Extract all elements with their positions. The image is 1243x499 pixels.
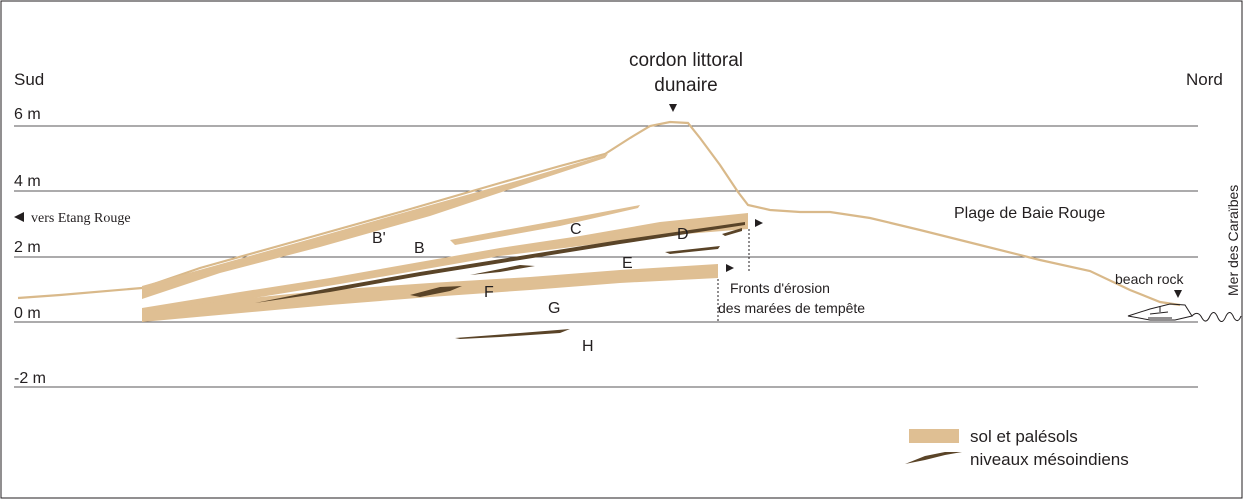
mesoindian-levels <box>255 222 745 339</box>
layer-label-g: G <box>548 300 560 317</box>
dune-label-line1: cordon littoral <box>629 50 743 71</box>
soil-layer-b-c-d <box>142 213 748 320</box>
elevation-label-6m: 6 m <box>14 106 41 123</box>
erosion-arrow-lower-icon <box>726 264 734 272</box>
legend-swatch-soil <box>909 429 959 443</box>
direction-north: Nord <box>1186 70 1223 89</box>
legend: sol et palésols niveaux mésoindiens <box>905 427 1129 469</box>
beach-rock-symbol-icon <box>1127 303 1242 322</box>
layer-label-b: B <box>414 240 425 257</box>
ground-profile-line <box>17 120 1181 307</box>
beach-rock-marker-icon <box>1174 290 1182 298</box>
layer-label-h: H <box>582 338 594 355</box>
layer-label-b-prime: B' <box>372 230 386 247</box>
direction-south: Sud <box>14 70 44 89</box>
meso-level-e <box>470 265 535 275</box>
layer-label-e: E <box>622 255 633 272</box>
beach-rock-label: beach rock <box>1115 271 1184 287</box>
layer-label-f: F <box>484 284 494 301</box>
meso-level-h <box>455 329 570 339</box>
elevation-label-0m: 0 m <box>14 305 41 322</box>
elevation-label-4m: 4 m <box>14 173 41 190</box>
etang-label: vers Etang Rouge <box>31 211 131 226</box>
legend-swatch-meso <box>905 452 962 464</box>
dune-label-line2: dunaire <box>654 75 717 96</box>
soil-layer-c-thin <box>450 205 640 245</box>
legend-label-soil: sol et palésols <box>970 427 1078 446</box>
erosion-arrow-upper-icon <box>755 219 763 227</box>
meso-level-d-small <box>722 228 742 236</box>
meso-level-f <box>410 286 462 297</box>
layer-label-d: D <box>677 226 689 243</box>
legend-label-meso: niveaux mésoindiens <box>970 450 1129 469</box>
elevation-label-2m: 2 m <box>14 239 41 256</box>
erosion-label-line2: des marées de tempête <box>718 300 865 316</box>
beach-label: Plage de Baie Rouge <box>954 205 1105 222</box>
soil-layer-b-prime <box>142 154 608 299</box>
layer-label-c: C <box>570 221 582 238</box>
meso-level-d <box>665 246 720 254</box>
erosion-label-line1: Fronts d'érosion <box>730 280 830 296</box>
elevation-label-minus2m: -2 m <box>14 370 46 387</box>
meso-level-main <box>255 222 745 303</box>
sea-label: Mer des Caraïbes <box>1225 185 1241 296</box>
etang-arrow-icon <box>14 212 24 222</box>
dune-marker-icon <box>669 104 677 112</box>
